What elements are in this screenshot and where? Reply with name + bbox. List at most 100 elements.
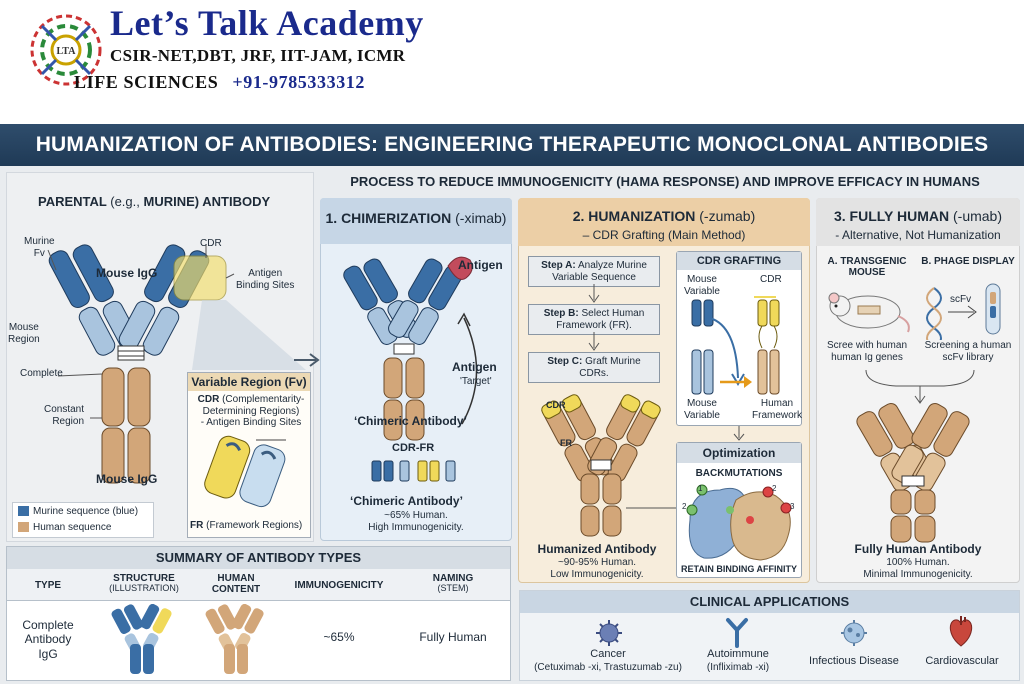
step-a-text: Analyze Murine Variable Sequence: [552, 260, 647, 283]
backmutations-label: BACKMUTATIONS: [695, 468, 783, 479]
chim-title-text: 1. CHIMERIZATION: [325, 210, 452, 226]
fr-def-text: (Framework Regions): [206, 520, 303, 531]
infectious-label: Infectious Disease: [809, 655, 899, 667]
process-title: PROCESS TO REDUCE IMMUNOGENICITY (HAMA R…: [350, 174, 980, 189]
cdr-description: CDR (Complementarity- Determining Region…: [192, 394, 310, 429]
parental-title-b: (e.g.,: [110, 194, 140, 209]
cardio-label: Cardiovascular: [925, 655, 999, 667]
fully-human-header: [816, 198, 1020, 246]
col-type-main: TYPE: [34, 580, 62, 591]
variable-region-box: [187, 372, 311, 538]
protein-structure-illustration: [686, 484, 792, 561]
transgenic-desc: Scree with human human Ig genes: [826, 340, 908, 363]
fully-human-antibody-label: Fully Human Antibody: [854, 542, 982, 556]
fully-human-antibody-diagram: [856, 403, 970, 543]
summary-title: SUMMARY OF ANTIBODY TYPES: [7, 547, 510, 569]
brand-phone: +91-9785333312: [232, 72, 366, 92]
row-structure-chimeric-icon: [111, 604, 172, 674]
brand-field: LIFE SCIENCES: [74, 72, 219, 92]
clinical-title: CLINICAL APPLICATIONS: [520, 591, 1019, 613]
legend: [12, 502, 154, 538]
transgenic-title: A. TRANSGENIC MOUSE: [827, 256, 907, 278]
legend-human-swatch: [18, 522, 29, 533]
page-title: HUMANIZATION OF ANTIBODIES: ENGINEERING …: [0, 124, 1024, 166]
optimization-title: Optimization: [677, 443, 801, 463]
humanized-desc-2: Low Immunogenicity.: [550, 569, 644, 580]
virus-icon: [596, 620, 622, 646]
target-label: 'Target': [460, 376, 492, 387]
graft-mouse-var: Mouse Variable: [684, 274, 720, 297]
col-immunogenicity: IMMUNOGENICITY: [294, 580, 384, 591]
full-suffix: (-umab): [953, 208, 1003, 224]
cdr-label: CDR: [200, 238, 222, 249]
autoimmune-label: Autoimmune: [707, 648, 769, 660]
site-1: 1: [698, 484, 703, 493]
chimeric-desc-1: ~65% Human.: [384, 510, 448, 521]
hum-title-text: 2. HUMANIZATION: [572, 208, 696, 224]
converge-arrows: [865, 369, 975, 404]
heart-icon: [949, 616, 973, 647]
graft-human-fw: Human Framework: [752, 398, 803, 421]
legend-human: Human sequence: [18, 522, 111, 534]
hum-suffix: (-zumab): [699, 208, 756, 224]
step-c: Step C: Graft Murine CDRs.: [528, 352, 660, 383]
phage-title: B. PHAGE DISPLAY: [921, 256, 1015, 267]
phage-desc: Screening a human scFv library: [924, 340, 1012, 363]
chimerization-title: 1. CHIMERIZATION (-ximab): [320, 210, 512, 226]
cdr-fr-label: CDR-FR: [392, 442, 435, 454]
legend-murine-swatch: [18, 506, 29, 517]
cdr-grafting-title: CDR GRAFTING: [677, 252, 801, 270]
autoimmune-sub: (Infliximab -xi): [706, 661, 770, 673]
graft-mouse-var-2: Mouse Variable: [684, 398, 720, 421]
humanized-antibody-diagram: [541, 394, 676, 537]
legend-murine: Murine sequence (blue): [18, 506, 138, 518]
clinical-autoimmune: Autoimmune(Infliximab -xi): [690, 648, 786, 673]
graft-cdr: CDR: [760, 274, 782, 285]
mouse-igg-bottom-label: Mouse IgG: [96, 472, 158, 486]
step-a: Step A: Analyze Murine Variable Sequence: [528, 256, 660, 287]
humanization-header: [518, 198, 810, 246]
step-arrows: [588, 284, 600, 351]
fully-human-subtitle: - Alternative, Not Humanization: [835, 228, 1001, 242]
row-structure-human-icon: [205, 604, 264, 674]
fully-human-panel: [816, 198, 1020, 583]
logo-text: LTA: [57, 46, 77, 57]
chimeric-desc-2: High Immunogenicity.: [368, 522, 464, 533]
microbe-icon: [841, 620, 867, 646]
retain-affinity-label: RETAIN BINDING AFFINITY: [681, 564, 797, 574]
chimeric-antibody-label: ‘Chimeric Antibody’: [354, 414, 467, 428]
col-naming: NAMING(STEM): [400, 573, 506, 594]
humanization-subtitle: – CDR Grafting (Main Method): [582, 228, 746, 242]
step-b: Step B: Select Human Framework (FR).: [528, 304, 660, 335]
fully-human-desc-2: Minimal Immunogenicity.: [863, 569, 973, 580]
humanized-desc-1: ~90-95% Human.: [557, 557, 637, 568]
chimerization-header: [320, 198, 512, 244]
fr-description: FR (Framework Regions): [190, 520, 302, 532]
constant-region-label: Constant Region: [44, 404, 85, 427]
step-a-label: Step A:: [541, 260, 576, 271]
col-structure-main: STRUCTURE: [113, 573, 175, 584]
parental-title-c: MURINE) ANTIBODY: [143, 194, 271, 209]
cancer-sub: (Cetuximab -xi, Trastuzumab -zu): [534, 661, 682, 673]
row-type: Complete Antibody IgG: [22, 618, 74, 661]
academy-logo: LTA: [30, 14, 102, 86]
site-3: 2: [682, 502, 687, 511]
col-naming-sub: (STEM): [437, 583, 469, 593]
humanization-title: 2. HUMANIZATION (-zumab): [518, 208, 810, 224]
step-c-text: Graft Murine CDRs.: [579, 356, 641, 379]
antibody-icon: [726, 618, 748, 648]
legend-murine-text: Murine sequence (blue): [33, 506, 139, 517]
full-title-text: 3. FULLY HUMAN: [833, 208, 950, 224]
humanized-antibody-label: Humanized Antibody: [537, 542, 657, 556]
cdr-def-text: (Complementarity- Determining Regions) -…: [200, 394, 305, 428]
cdr-tag: CDR: [546, 400, 566, 410]
site-2: 2: [772, 484, 777, 493]
chimeric-antibody-diagram: [343, 256, 478, 441]
fully-human-title: 3. FULLY HUMAN (-umab): [816, 208, 1020, 224]
summary-header-row: [7, 569, 510, 601]
cancer-label: Cancer: [590, 648, 626, 660]
cdr-grafting-illustration: [691, 296, 780, 395]
fully-human-desc-1: 100% Human.: [886, 557, 950, 568]
cdr-grafting-box: [676, 251, 802, 426]
row-naming: Fully Human: [419, 630, 487, 644]
